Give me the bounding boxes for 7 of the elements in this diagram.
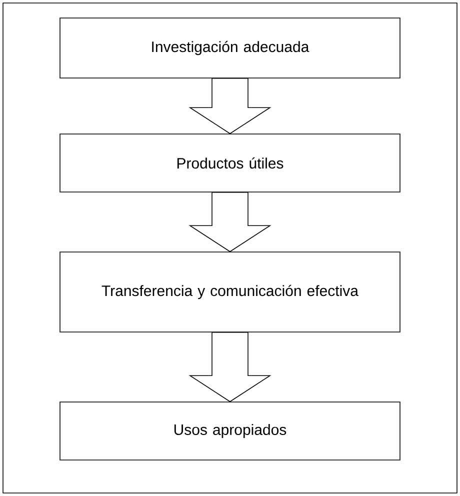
process-box: Usos apropiados [60, 402, 400, 460]
block-arrow [188, 332, 272, 402]
process-box: Investigación adecuada [60, 18, 400, 78]
block-arrow [188, 78, 272, 134]
process-box: Productos útiles [60, 134, 400, 192]
process-box: Transferencia y comunicación efectiva [60, 252, 400, 332]
block-arrow [188, 192, 272, 252]
